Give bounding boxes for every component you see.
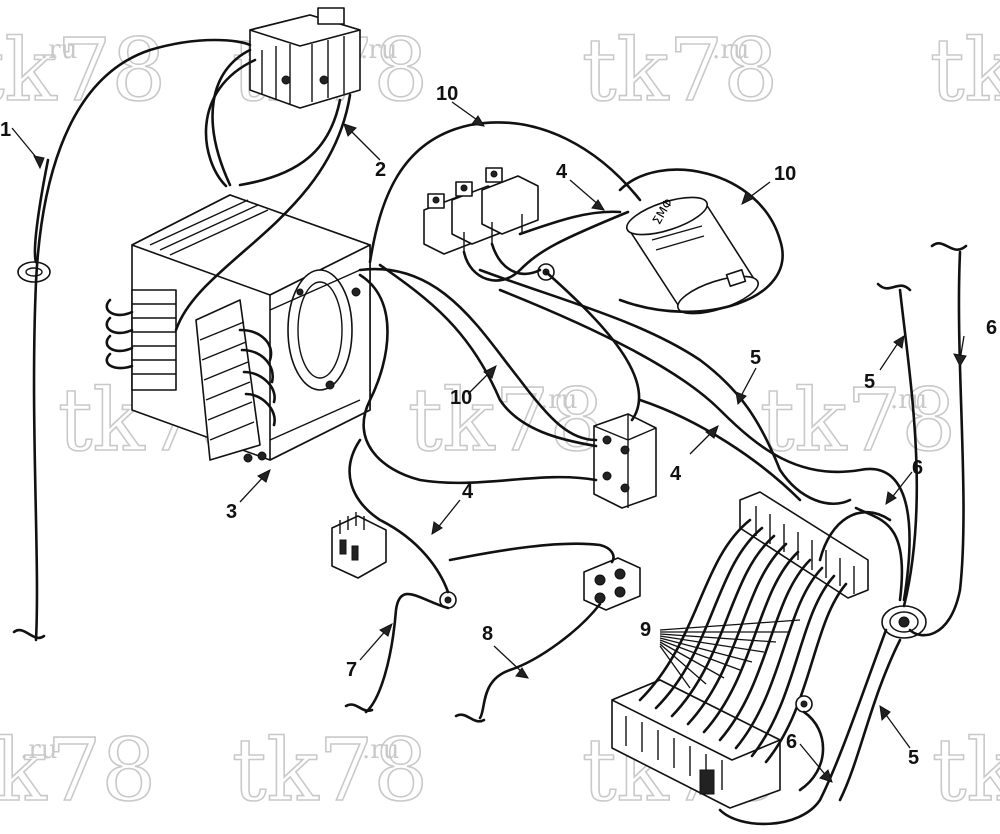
callout-9-leaders	[659, 619, 801, 689]
watermark: tk78 .ru	[407, 370, 605, 472]
grommet-left	[17, 261, 51, 283]
svg-text:.ru: .ru	[712, 35, 749, 65]
svg-text:.ru: .ru	[540, 385, 577, 415]
grommet-right	[881, 605, 927, 639]
callout-5-bottom: 5	[908, 747, 919, 769]
terminal-connector	[583, 557, 641, 611]
svg-text:.ru: .ru	[360, 35, 397, 65]
relay-group	[423, 167, 539, 255]
ribbon-connector-lower	[611, 679, 781, 809]
pin-connector	[331, 512, 387, 579]
callout-6-middle: 6	[912, 457, 923, 479]
svg-text:tk78: tk78	[930, 21, 1000, 121]
capacitor: ΣΜΦ	[626, 196, 759, 315]
svg-text:tk78: tk78	[760, 371, 956, 471]
callout-1: 1	[0, 119, 11, 141]
callout-5-middle: 5	[750, 347, 761, 369]
watermark: tk78 .ru	[581, 20, 779, 122]
callout-7: 7	[346, 659, 357, 681]
svg-text:tk78: tk78	[582, 21, 778, 121]
svg-text:tk78: tk78	[932, 721, 1000, 821]
svg-text:tk78: tk78	[0, 21, 166, 121]
watermark: tk78 .ru	[0, 20, 167, 122]
callout-10-right: 10	[774, 163, 796, 185]
callout-4-left: 4	[462, 481, 474, 503]
callout-labels: 1 2 3 4 4 4 5 5 5 6 6 6 7 8 9 10 10 10	[0, 83, 997, 769]
callout-10-middle: 10	[450, 387, 472, 409]
callout-10-top: 10	[436, 83, 458, 105]
watermark-group: tk78 .ru tk78 .ru tk78 .ru tk78 tk78 .ru…	[0, 20, 1000, 822]
callout-3: 3	[226, 501, 237, 523]
callout-8: 8	[482, 623, 493, 645]
callout-5-right: 5	[864, 371, 875, 393]
watermark: tk78 .ru	[231, 720, 429, 822]
callout-leaders	[11, 101, 967, 783]
callout-4-middle: 4	[670, 463, 682, 485]
svg-text:tk78: tk78	[232, 721, 428, 821]
callout-4-capacitor: 4	[556, 161, 568, 183]
switch-box	[593, 413, 657, 509]
ring-terminal	[795, 695, 813, 713]
watermark: tk78	[929, 20, 1000, 122]
svg-text:.ru: .ru	[362, 735, 399, 765]
svg-text:.ru: .ru	[40, 35, 77, 65]
callout-2: 2	[375, 159, 386, 181]
watermark: tk78 .ru	[759, 370, 957, 472]
svg-text:tk78: tk78	[0, 721, 156, 821]
watermark: tk78	[931, 720, 1000, 822]
svg-text:.ru: .ru	[890, 385, 927, 415]
ribbon-wires	[638, 518, 848, 764]
watermark: tk78 .ru	[0, 720, 157, 822]
svg-text:tk78: tk78	[408, 371, 604, 471]
callout-9: 9	[640, 619, 651, 641]
svg-text:.ru: .ru	[20, 735, 57, 765]
callout-6-bottom: 6	[786, 731, 797, 753]
wire-harness	[12, 38, 968, 826]
relay-block	[249, 7, 361, 109]
callout-6-right: 6	[986, 317, 997, 339]
